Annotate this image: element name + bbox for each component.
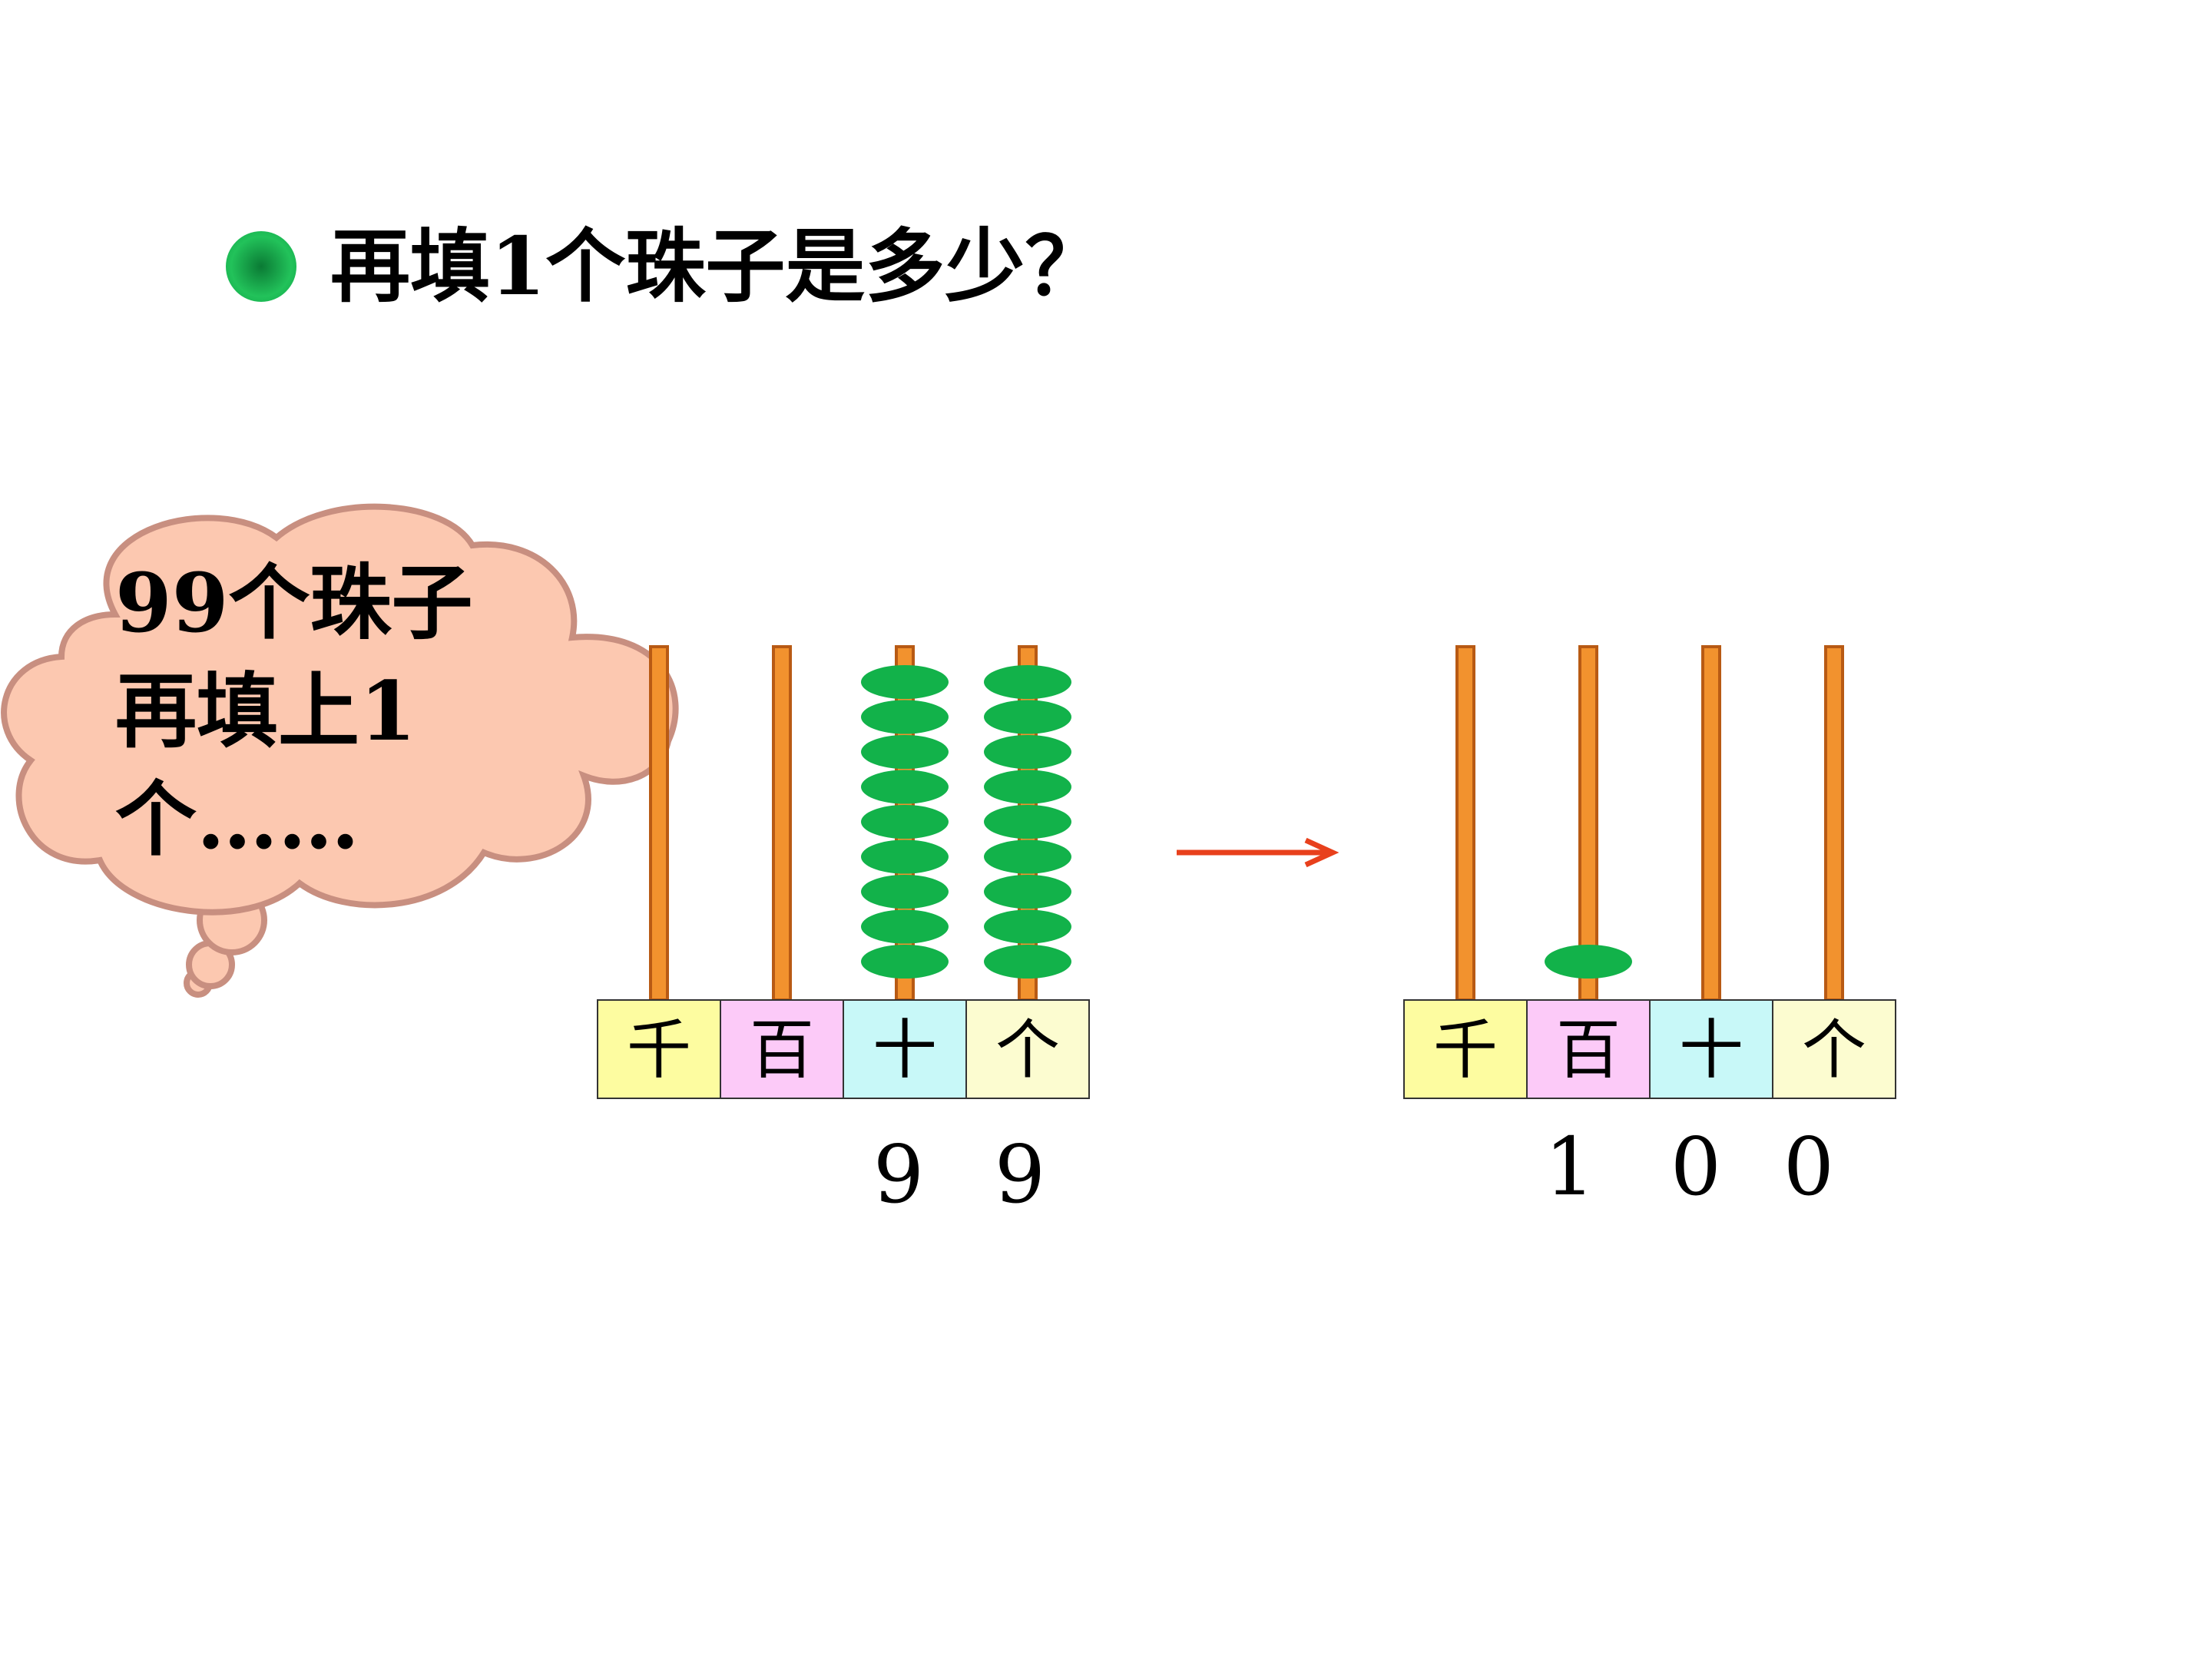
digit-hundreds-right: 1 <box>1544 1120 1596 1214</box>
bead-ones <box>984 735 1071 769</box>
digit-ones-left: 9 <box>994 1128 1046 1221</box>
place-label-ones: 个 <box>995 1012 1060 1088</box>
abacus-label-boxes: 千百十个 <box>1403 999 1896 1099</box>
bead-tens <box>861 805 949 839</box>
place-label-hundreds: 百 <box>1556 1012 1621 1088</box>
bullet-icon <box>226 231 296 302</box>
bead-tens <box>861 875 949 909</box>
abacus-rods <box>1455 645 1844 1002</box>
place-label-tens: 十 <box>1679 1012 1743 1088</box>
place-label-hundreds: 百 <box>750 1012 814 1088</box>
thought-bubble <box>1 503 679 998</box>
arrow-right-icon <box>1177 837 1339 868</box>
place-label-ones: 个 <box>1802 1012 1866 1088</box>
digit-tens-left: 9 <box>873 1128 925 1221</box>
thought-line: 再填上1 <box>115 662 416 759</box>
bead-tens <box>861 909 949 944</box>
place-label-thousands: 千 <box>627 1012 691 1088</box>
page-title: 再填1个珠子是多少？ <box>330 219 1105 313</box>
cloud-shape <box>1 503 679 916</box>
bead-tens <box>861 735 949 769</box>
bead-ones <box>984 875 1071 909</box>
thought-line: 个…… <box>115 770 359 867</box>
bead-hundreds <box>1545 945 1632 979</box>
rod-ones <box>1824 645 1844 1002</box>
bead-ones <box>984 665 1071 699</box>
bead-tens <box>861 770 949 804</box>
abacus-beads <box>861 665 1071 979</box>
place-box-ones <box>1772 999 1896 1099</box>
place-box-hundreds <box>1526 999 1651 1099</box>
place-label-tens: 十 <box>873 1012 937 1088</box>
bead-tens <box>861 839 949 874</box>
bead-ones <box>984 805 1071 839</box>
place-box-thousands <box>597 999 721 1099</box>
thought-bubble-text: 99个珠子 再填上1 个…… <box>115 549 499 874</box>
place-label-thousands: 千 <box>1433 1012 1498 1088</box>
place-box-ones <box>965 999 1090 1099</box>
rod-thousands <box>1455 645 1475 1002</box>
bead-tens <box>861 665 949 699</box>
bead-ones <box>984 770 1071 804</box>
bead-tens <box>861 700 949 734</box>
digit-tens-right: 0 <box>1670 1120 1722 1214</box>
thought-line: 99个珠子 <box>115 555 473 651</box>
digit-ones-right: 0 <box>1783 1120 1835 1214</box>
bead-ones <box>984 909 1071 944</box>
abacus-beads <box>1545 945 1632 979</box>
bead-ones <box>984 839 1071 874</box>
place-box-tens <box>1649 999 1773 1099</box>
rod-tens <box>1701 645 1721 1002</box>
bead-ones <box>984 700 1071 734</box>
place-box-tens <box>843 999 967 1099</box>
bead-ones <box>984 945 1071 979</box>
abacus-label-boxes: 千百十个 <box>597 999 1090 1099</box>
bead-tens <box>861 945 949 979</box>
place-box-hundreds <box>720 999 844 1099</box>
